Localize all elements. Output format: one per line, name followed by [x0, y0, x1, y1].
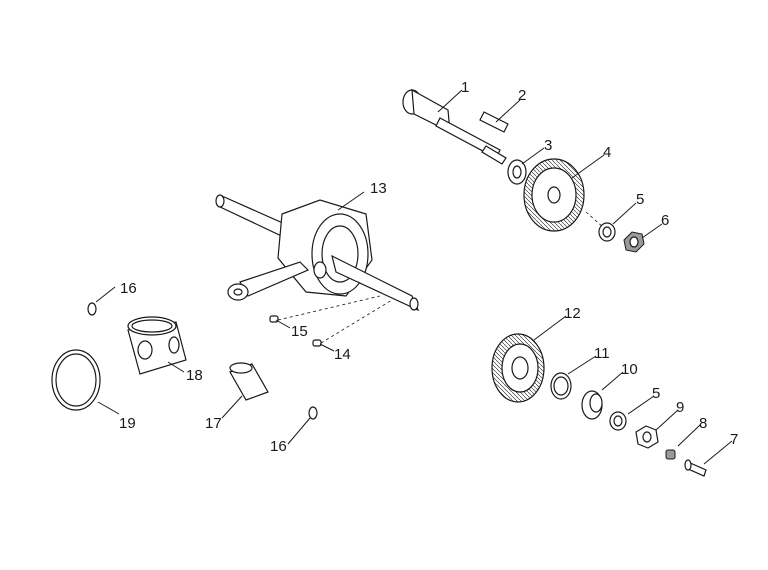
- callout-6: 6: [661, 212, 669, 229]
- callout-13: 13: [370, 180, 387, 197]
- bolt: [684, 459, 707, 477]
- callout-11: 11: [594, 345, 610, 362]
- spacer-collar: [581, 390, 603, 420]
- nut-lower: [635, 425, 659, 449]
- callout-10: 10: [621, 361, 638, 378]
- crank-pin-15: [269, 315, 279, 323]
- balancer-bearing: [507, 159, 527, 185]
- washer-upper: [598, 222, 616, 242]
- callout-15: 15: [291, 323, 308, 340]
- callout-3: 3: [544, 137, 552, 154]
- crankshaft-assembly: [215, 194, 420, 312]
- callout-12: 12: [564, 305, 581, 322]
- callout-7: 7: [730, 431, 738, 448]
- nut-upper: [623, 231, 645, 253]
- balancer-shaft: [402, 88, 507, 165]
- callout-16a: 16: [120, 280, 137, 297]
- piston-ring-set: [51, 349, 101, 411]
- piston-circlip-upper: [87, 302, 97, 316]
- callout-9: 9: [676, 399, 684, 416]
- piston-circlip-lower: [308, 406, 318, 420]
- callout-5b: 5: [652, 385, 660, 402]
- thrust-washer: [550, 372, 572, 400]
- piston: [127, 316, 187, 375]
- callout-4: 4: [603, 144, 611, 161]
- callout-5a: 5: [636, 191, 644, 208]
- callout-18: 18: [186, 367, 203, 384]
- leader-lines: [95, 89, 733, 465]
- crank-drive-gear: [491, 333, 545, 403]
- balancer-drive-gear: [523, 158, 585, 232]
- callout-8: 8: [699, 415, 707, 432]
- callout-14: 14: [334, 346, 351, 363]
- piston-pin: [229, 362, 269, 401]
- callout-1: 1: [461, 79, 469, 96]
- callout-2: 2: [518, 87, 526, 104]
- crank-pin-14: [312, 339, 322, 347]
- callout-16b: 16: [270, 438, 287, 455]
- woodruff-key: [479, 111, 509, 133]
- washer-lower: [609, 411, 627, 431]
- callout-17: 17: [205, 415, 222, 432]
- spring: [665, 449, 676, 460]
- callout-19: 19: [119, 415, 136, 432]
